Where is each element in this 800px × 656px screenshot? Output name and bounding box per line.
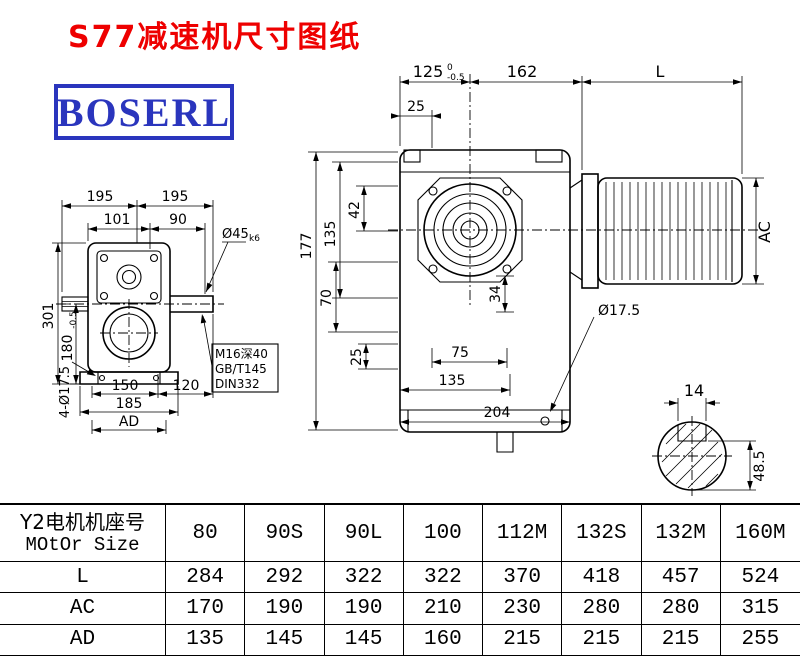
table-value: 280: [641, 593, 721, 625]
dim-motor-length: L: [656, 62, 665, 81]
dim-301: 301: [41, 303, 57, 330]
col-header: 90S: [245, 505, 325, 562]
dim-177: 177: [299, 233, 315, 260]
dim-keyway-width: 14: [684, 381, 704, 400]
dim-25-bottom: 25: [349, 348, 365, 366]
page-title: S77减速机尺寸图纸: [68, 20, 362, 55]
dim-42: 42: [347, 201, 363, 219]
dim-mounting-holes: 4-Ø17.5: [58, 366, 73, 418]
dim-90: 90: [169, 212, 187, 228]
dim-204: 204: [484, 405, 511, 421]
table-value: 280: [562, 593, 642, 625]
row-label-l: L: [0, 562, 166, 594]
table-header-cn: Y2电机机座号: [20, 509, 145, 534]
dim-150: 150: [112, 378, 139, 394]
col-header: 90L: [324, 505, 404, 562]
dim-120: 120: [173, 378, 200, 394]
dim-ad: AD: [119, 414, 139, 430]
col-header: 132M: [641, 505, 721, 562]
table-value: 292: [245, 562, 325, 594]
table-value: 457: [641, 562, 721, 594]
table-value: 190: [324, 593, 404, 625]
table-header-en: MOtOr Size: [25, 533, 140, 556]
table-value: 215: [641, 624, 721, 656]
table-value: 190: [245, 593, 325, 625]
table-header-label: Y2电机机座号 MOtOr Size: [0, 505, 166, 562]
motor: [581, 173, 743, 289]
table-value: 230: [483, 593, 563, 625]
dim-25-top: 25: [407, 99, 425, 115]
table-value: 215: [483, 624, 563, 656]
dim-195-right: 195: [162, 189, 189, 205]
table-value: 160: [403, 624, 483, 656]
col-header: 80: [166, 505, 246, 562]
dim-motor-diameter-ac: AC: [755, 221, 774, 243]
front-view-dimensions: 125 0 -0.5 162 L 25 177 135 42 70 25: [299, 62, 774, 431]
col-header: 112M: [483, 505, 563, 562]
dim-75: 75: [451, 345, 469, 361]
dim-hole-diameter: Ø17.5: [598, 303, 640, 319]
dim-162: 162: [507, 62, 538, 81]
table-value: 370: [483, 562, 563, 594]
table-value: 255: [720, 624, 800, 656]
dim-125-tol-top: 0: [447, 63, 453, 73]
note-box: [211, 343, 279, 393]
dim-180-tolerance: -0.5: [69, 311, 79, 329]
note-standard-1: GB/T145: [215, 362, 267, 376]
table-value: 418: [562, 562, 642, 594]
table-value: 284: [166, 562, 246, 594]
dim-185: 185: [116, 396, 143, 412]
dim-101: 101: [104, 212, 131, 228]
col-header: 100: [403, 505, 483, 562]
dim-shaft-height: 48.5: [752, 450, 768, 481]
col-header: 160M: [720, 505, 800, 562]
dim-180: 180: [60, 335, 76, 362]
front-view: 125 0 -0.5 162 L 25 177 135 42 70 25: [299, 62, 774, 453]
table-value: 210: [403, 593, 483, 625]
table-value: 322: [403, 562, 483, 594]
table-value: 215: [562, 624, 642, 656]
dim-195-left: 195: [87, 189, 114, 205]
dim-shaft-diameter: Ø45: [222, 227, 249, 242]
table-value: 524: [720, 562, 800, 594]
table-value: 145: [245, 624, 325, 656]
shaft-detail: 14 48.5: [652, 381, 768, 496]
dim-135-left: 135: [323, 221, 339, 248]
col-header: 132S: [562, 505, 642, 562]
left-view: 195 195 101 90 Ø45 k6 301 180 -0.5 150 1…: [41, 189, 279, 434]
table-value: 170: [166, 593, 246, 625]
dim-shaft-tolerance: k6: [249, 234, 260, 244]
row-label-ac: AC: [0, 593, 166, 625]
note-standard-2: DIN332: [215, 377, 260, 391]
technical-drawing: 195 195 101 90 Ø45 k6 301 180 -0.5 150 1…: [41, 62, 774, 496]
table-value: 145: [324, 624, 404, 656]
dim-125-tol-bot: -0.5: [447, 73, 465, 83]
dim-125: 125: [413, 62, 444, 81]
motor-size-table: Y2电机机座号 MOtOr Size 80 90S 90L 100 112M 1…: [0, 503, 800, 656]
table-value: 315: [720, 593, 800, 625]
left-view-dimensions: 195 195 101 90 Ø45 k6 301 180 -0.5 150 1…: [41, 189, 279, 434]
row-label-ad: AD: [0, 624, 166, 656]
table-value: 322: [324, 562, 404, 594]
dim-34: 34: [488, 285, 504, 303]
table-value: 135: [166, 624, 246, 656]
dim-135-bottom: 135: [439, 373, 466, 389]
boserl-logo: BOSERL: [54, 84, 234, 140]
note-thread: M16深40: [215, 347, 268, 361]
dim-70: 70: [319, 289, 335, 307]
